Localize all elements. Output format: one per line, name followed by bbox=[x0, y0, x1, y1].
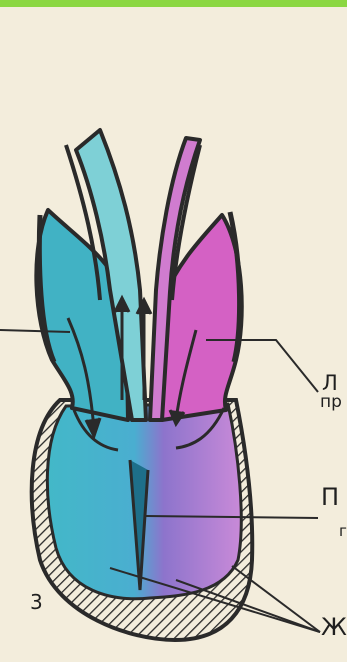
label-2-continued: г bbox=[339, 522, 347, 540]
label-1-continued: пр bbox=[320, 392, 342, 412]
figure-number: 3 bbox=[30, 590, 43, 614]
label-3: Ж bbox=[321, 613, 347, 641]
label-2: П bbox=[321, 483, 339, 511]
